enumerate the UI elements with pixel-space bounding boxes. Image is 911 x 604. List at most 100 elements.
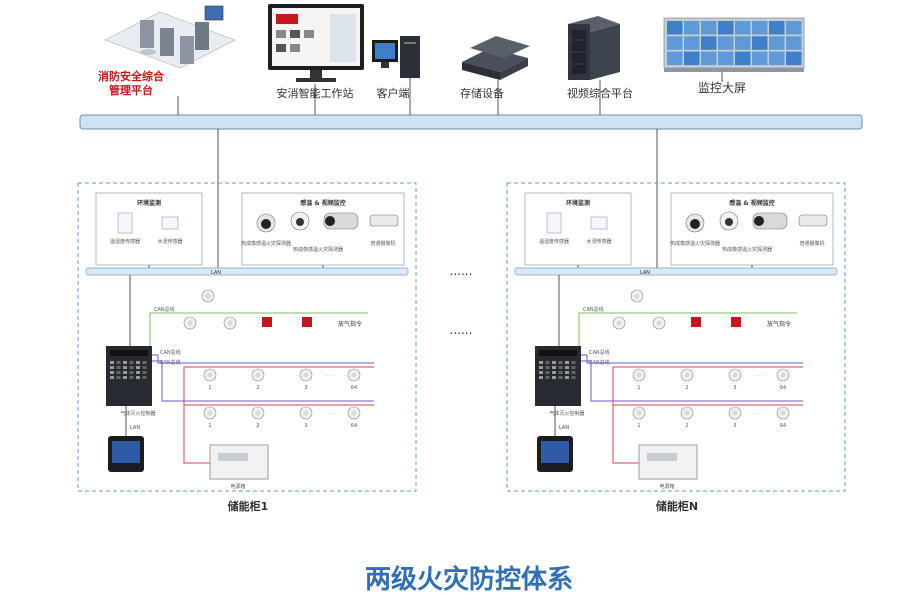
wall-tile bbox=[769, 36, 785, 50]
thermal-device-label: 热成像感温火灾探测器 bbox=[722, 246, 772, 253]
cabinet-lan-bar bbox=[514, 267, 838, 276]
wall-tile bbox=[701, 21, 717, 35]
env-monitor-title: 环境监测 bbox=[566, 199, 590, 207]
thermal-video-title: 感温 & 视频监控 bbox=[300, 199, 345, 207]
video-platform-rack-icon bbox=[568, 16, 620, 80]
cabinet-boundary bbox=[77, 182, 417, 492]
humidity-sensor-icon bbox=[117, 212, 133, 234]
network-backbone bbox=[79, 114, 863, 130]
wall-tile bbox=[769, 21, 785, 35]
humidity-sensor-label: 温湿度传感器 bbox=[110, 238, 140, 245]
wall-tile bbox=[718, 51, 734, 66]
lan-small-label: LAN bbox=[559, 425, 569, 431]
fire-safety-platform-icon bbox=[104, 5, 236, 69]
water-sensor-label: 水浸传感器 bbox=[157, 238, 182, 245]
wall-tile bbox=[667, 21, 683, 35]
detector-ellipsis: · · · bbox=[326, 373, 334, 379]
power-box-label: 电源箱 bbox=[230, 483, 245, 490]
detector-number: 64 bbox=[351, 423, 357, 429]
wall-tile bbox=[752, 36, 768, 50]
wall-tile bbox=[769, 51, 785, 66]
page-title: 两级火灾防控体系 bbox=[365, 564, 573, 595]
detector-number: 2 bbox=[256, 385, 259, 391]
wall-tile bbox=[684, 51, 700, 66]
thermal-device-label: 热成像感温火灾探测器 bbox=[293, 246, 343, 253]
detector-number: 3 bbox=[304, 423, 307, 429]
lan-small-label: LAN bbox=[130, 425, 140, 431]
wall-tile bbox=[701, 36, 717, 50]
detector-number: 1 bbox=[208, 423, 211, 429]
wall-tile bbox=[718, 36, 734, 50]
between-dots-1: ...... bbox=[450, 264, 473, 278]
detector-ellipsis: · · · bbox=[755, 411, 763, 417]
client-label: 客户端 bbox=[377, 86, 410, 100]
monitor-wall-icon bbox=[663, 17, 805, 72]
cabinet-n-label: 储能柜N bbox=[656, 499, 698, 513]
wall-tile bbox=[718, 21, 734, 35]
detector-number: 1 bbox=[637, 423, 640, 429]
controller-label: 气体灭火控制器 bbox=[549, 410, 584, 417]
bus-label-top: CAN总线 bbox=[583, 306, 604, 313]
power-box-icon bbox=[209, 444, 269, 480]
water-sensor-icon bbox=[161, 216, 179, 230]
water-sensor-icon bbox=[590, 216, 608, 230]
camera-device-label: 普通摄像机 bbox=[799, 240, 824, 247]
humidity-sensor-icon bbox=[546, 212, 562, 234]
detector-number: 3 bbox=[733, 423, 736, 429]
detector-number: 1 bbox=[208, 385, 211, 391]
wall-tile bbox=[786, 36, 802, 50]
lan-label: LAN bbox=[640, 270, 650, 276]
manual-alarm-icon bbox=[691, 317, 701, 327]
detector-number: 64 bbox=[780, 423, 786, 429]
camera-device-label: 普通摄像机 bbox=[370, 240, 395, 247]
workstation-monitor-icon bbox=[268, 4, 364, 82]
wall-tile bbox=[735, 36, 751, 50]
env-monitor-panel bbox=[524, 192, 632, 266]
between-dots-2: ...... bbox=[450, 323, 473, 337]
release-command-label: 放气指令 bbox=[767, 320, 791, 328]
wall-tile bbox=[786, 21, 802, 35]
power-box-label: 电源箱 bbox=[659, 483, 674, 490]
water-sensor-label: 水浸传感器 bbox=[586, 238, 611, 245]
bullet-camera-icon bbox=[369, 214, 399, 227]
env-monitor-panel bbox=[95, 192, 203, 266]
manual-alarm-icon bbox=[262, 317, 272, 327]
platform-label-line1: 消防安全综合 bbox=[98, 69, 165, 83]
detector-ellipsis: · · · bbox=[755, 373, 763, 379]
cabinet-1-group: 环境监测温湿度传感器水浸传感器感温 & 视频监控热成像感温火灾探测器热成像感温火… bbox=[77, 182, 417, 492]
client-pc-icon bbox=[372, 36, 420, 78]
cabinet-lan-bar bbox=[85, 267, 409, 276]
detector-number: 3 bbox=[733, 385, 736, 391]
detector-number: 64 bbox=[780, 385, 786, 391]
monitor-wall-label: 监控大屏 bbox=[698, 81, 746, 95]
power-box-icon bbox=[638, 444, 698, 480]
humidity-sensor-label: 温湿度传感器 bbox=[539, 238, 569, 245]
top-connectors bbox=[177, 72, 723, 115]
sound-light-alarm-icon bbox=[302, 317, 312, 327]
detector-number: 2 bbox=[256, 423, 259, 429]
storage-device-icon bbox=[462, 36, 530, 80]
detector-number: 2 bbox=[685, 385, 688, 391]
platform-label-line2: 管理平台 bbox=[109, 83, 153, 97]
detector-number: 64 bbox=[351, 385, 357, 391]
wall-tile bbox=[752, 21, 768, 35]
thermal-device-label: 热成像感温火灾探测器 bbox=[670, 240, 720, 247]
detector-number: 1 bbox=[637, 385, 640, 391]
wall-tile bbox=[701, 51, 717, 66]
detector-number: 2 bbox=[685, 423, 688, 429]
bus-label-top: CAN总线 bbox=[154, 306, 175, 313]
wall-tile bbox=[667, 51, 683, 66]
wall-tile bbox=[735, 51, 751, 66]
cabinet-1-label: 储能柜1 bbox=[228, 499, 269, 513]
controller-label: 气体灭火控制器 bbox=[120, 410, 155, 417]
storage-label: 存储设备 bbox=[460, 86, 504, 100]
wall-tile bbox=[667, 36, 683, 50]
env-monitor-title: 环境监测 bbox=[137, 199, 161, 207]
cabinet-boundary bbox=[506, 182, 846, 492]
wall-tile bbox=[684, 36, 700, 50]
release-command-label: 放气指令 bbox=[338, 320, 362, 328]
bus-label-1: CAN总线 bbox=[160, 349, 181, 356]
thermal-video-title: 感温 & 视频监控 bbox=[729, 199, 774, 207]
